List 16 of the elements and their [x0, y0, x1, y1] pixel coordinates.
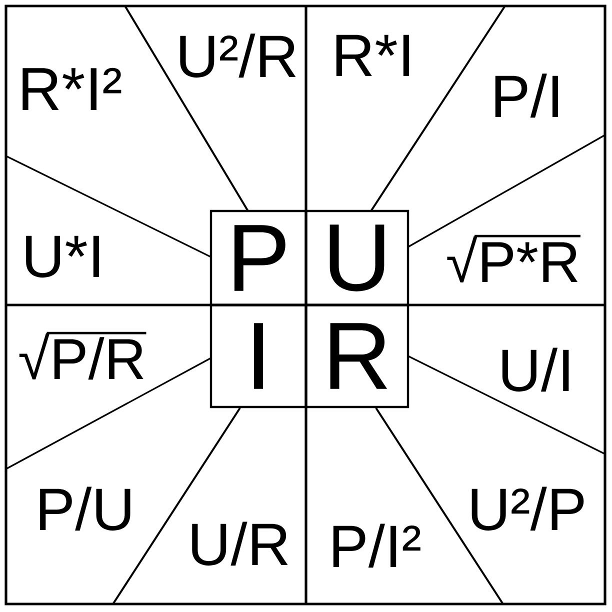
- formula: R*I: [336, 34, 409, 76]
- formula: U²/P: [472, 486, 584, 531]
- formula: P/I: [495, 74, 558, 118]
- formula: U/I: [502, 348, 569, 392]
- formula: R*I²: [22, 68, 122, 110]
- letter-box: P: [210, 210, 308, 306]
- formula: U*I: [26, 236, 99, 278]
- letter-box: U: [304, 210, 410, 306]
- letter-box: R: [304, 304, 410, 408]
- formula: P/U: [40, 486, 130, 531]
- formula: U/R: [192, 522, 288, 566]
- formula: P/I²: [333, 524, 420, 568]
- formula: √P*R: [447, 234, 580, 282]
- letter-box: I: [210, 304, 308, 408]
- formula: U²/R: [180, 34, 296, 78]
- formula: √P/R: [19, 332, 146, 380]
